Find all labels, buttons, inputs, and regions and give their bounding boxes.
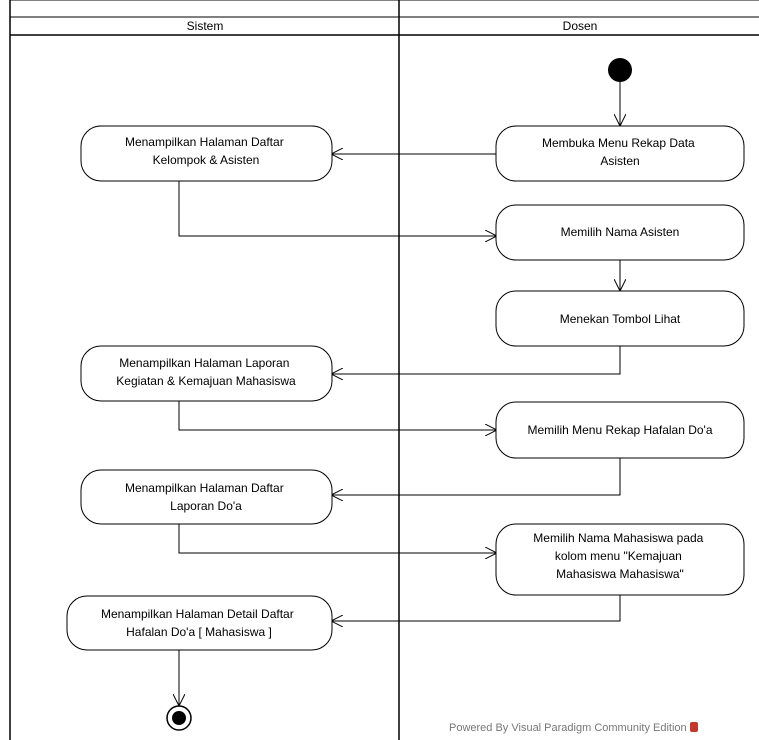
- action-text: Membuka Menu Rekap Data: [542, 136, 695, 150]
- action-text: Laporan Do'a: [170, 499, 242, 513]
- action-text: Memilih Nama Asisten: [561, 225, 680, 239]
- action-pilih-mahasiswa: Memilih Nama Mahasiswa pada kolom menu "…: [495, 523, 745, 596]
- action-tampil-laporan: Menampilkan Halaman Laporan Kegiatan & K…: [80, 345, 333, 402]
- action-tampil-kelompok: Menampilkan Halaman Daftar Kelompok & As…: [80, 125, 333, 182]
- footer-watermark: Powered By Visual Paradigm Community Edi…: [449, 722, 698, 734]
- edge-pilih-rekap-to-tampil-doa: [332, 458, 621, 495]
- initial-node: [608, 58, 632, 82]
- edge-tampil-laporan-to-pilih-rekap: [178, 401, 496, 430]
- action-tampil-detail: Menampilkan Halaman Detail Daftar Hafala…: [66, 595, 333, 651]
- action-text: Asisten: [600, 154, 639, 168]
- edge-tampil-doa-to-pilih-mahasiswa: [178, 524, 496, 553]
- flow-edges: [179, 82, 620, 705]
- swimlane-title-sistem: Sistem: [187, 19, 224, 33]
- edge-pilih-mahasiswa-to-tampil-detail: [332, 595, 621, 621]
- svg-text:Membuka Menu Rekap Data: Membuka Menu Rekap Data Asisten: [542, 136, 698, 168]
- svg-text:Menampilkan Halaman Detail Daf: Menampilkan Halaman Detail Daftar Hafala…: [101, 607, 297, 639]
- svg-text:Memilih Nama Mahasiswa pada: Memilih Nama Mahasiswa pada kolom menu "…: [533, 531, 706, 581]
- svg-text:Menekan Tombol Lihat: Menekan Tombol Lihat: [560, 312, 681, 326]
- svg-text:Menampilkan Halaman Daftar: Menampilkan Halaman Daftar Laporan Do'a: [125, 481, 287, 513]
- swimlane-frame: [9, 0, 759, 740]
- action-pilih-asisten: Memilih Nama Asisten: [495, 204, 745, 261]
- action-text: Memilih Nama Mahasiswa pada: [533, 531, 703, 545]
- svg-text:Memilih Menu Rekap Hafalan Do': Memilih Menu Rekap Hafalan Do'a: [527, 423, 712, 437]
- action-text: Memilih Menu Rekap Hafalan Do'a: [527, 423, 712, 437]
- edge-tekan-lihat-to-tampil-laporan: [332, 346, 621, 374]
- svg-text:Menampilkan Halaman Daftar: Menampilkan Halaman Daftar Kelompok & As…: [125, 135, 287, 167]
- action-tekan-lihat: Menekan Tombol Lihat: [495, 290, 745, 347]
- action-text: Menampilkan Halaman Daftar: [125, 135, 284, 149]
- footer-text: Powered By Visual Paradigm Community Edi…: [449, 722, 687, 734]
- action-text: Menampilkan Halaman Detail Daftar: [101, 607, 294, 621]
- action-text: kolom menu "Kemajuan: [555, 549, 682, 563]
- action-text: Menampilkan Halaman Daftar: [125, 481, 284, 495]
- action-text: Menekan Tombol Lihat: [560, 312, 681, 326]
- action-text: Kegiatan & Kemajuan Mahasiswa: [116, 374, 296, 388]
- edge-tampil-kelompok-to-pilih-asisten: [178, 181, 496, 236]
- action-text: Mahasiswa Mahasiswa": [556, 567, 684, 581]
- action-text: Hafalan Do'a [ Mahasiswa ]: [126, 625, 272, 639]
- svg-text:Menampilkan Halaman Laporan: Menampilkan Halaman Laporan Kegiatan & K…: [116, 356, 296, 388]
- action-buka-menu: Membuka Menu Rekap Data Asisten: [495, 125, 745, 182]
- action-text: Kelompok & Asisten: [153, 153, 260, 167]
- action-pilih-rekap: Memilih Menu Rekap Hafalan Do'a: [495, 401, 745, 459]
- final-node: [166, 705, 192, 731]
- visual-paradigm-logo-icon: [689, 722, 698, 732]
- action-text: Menampilkan Halaman Laporan: [119, 356, 289, 370]
- action-tampil-doa: Menampilkan Halaman Daftar Laporan Do'a: [80, 469, 333, 525]
- swimlane-title-dosen: Dosen: [563, 19, 598, 33]
- svg-text:Memilih Nama Asisten: Memilih Nama Asisten: [561, 225, 680, 239]
